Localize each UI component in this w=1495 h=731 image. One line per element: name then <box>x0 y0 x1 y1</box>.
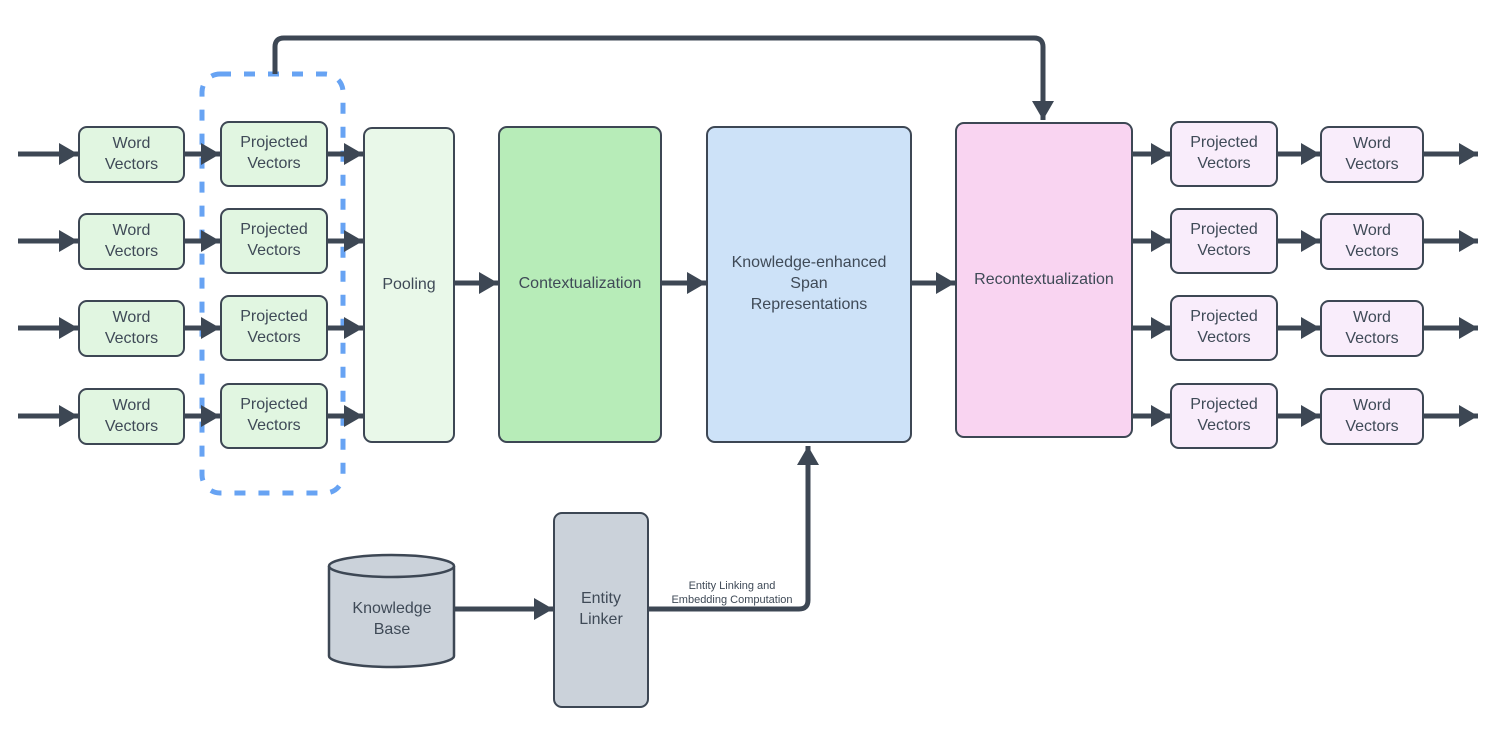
projected-vectors-input-box-1: Projected Vectors <box>220 121 328 187</box>
word-vectors-output-box-1: Word Vectors <box>1320 126 1424 183</box>
pooling-box: Pooling <box>363 127 455 443</box>
projected-vectors-input-box-3: Projected Vectors <box>220 295 328 361</box>
word-vectors-input-box-4: Word Vectors <box>78 388 185 445</box>
projected-vectors-output-box-3: Projected Vectors <box>1170 295 1278 361</box>
recontextualization-box: Recontextualization <box>955 122 1133 438</box>
knowledge-base-label: Knowledge Base <box>352 599 432 638</box>
word-vectors-output-box-2: Word Vectors <box>1320 213 1424 270</box>
entity-linking-edge-label: Entity Linking and Embedding Computation <box>671 580 793 607</box>
knowledge-enhanced-span-box: Knowledge-enhanced Span Representations <box>706 126 912 443</box>
knowledge-base-cylinder-body <box>327 566 456 669</box>
projected-vectors-output-box-4: Projected Vectors <box>1170 383 1278 449</box>
entity-linker-box: Entity Linker <box>553 512 649 708</box>
arrow-linker-to-span <box>649 446 819 612</box>
word-vectors-output-box-4: Word Vectors <box>1320 388 1424 445</box>
knowledge-base-cylinder-top <box>327 553 456 579</box>
word-vectors-output-box-3: Word Vectors <box>1320 300 1424 357</box>
projected-vectors-output-box-2: Projected Vectors <box>1170 208 1278 274</box>
arrow-feedback-to-recontextualization <box>272 35 1054 120</box>
word-vectors-input-box-2: Word Vectors <box>78 213 185 270</box>
contextualization-box: Contextualization <box>498 126 662 443</box>
word-vectors-input-box-1: Word Vectors <box>78 126 185 183</box>
projected-vectors-input-box-4: Projected Vectors <box>220 383 328 449</box>
word-vectors-input-box-3: Word Vectors <box>78 300 185 357</box>
projected-vectors-output-box-1: Projected Vectors <box>1170 121 1278 187</box>
projected-vectors-input-box-2: Projected Vectors <box>220 208 328 274</box>
